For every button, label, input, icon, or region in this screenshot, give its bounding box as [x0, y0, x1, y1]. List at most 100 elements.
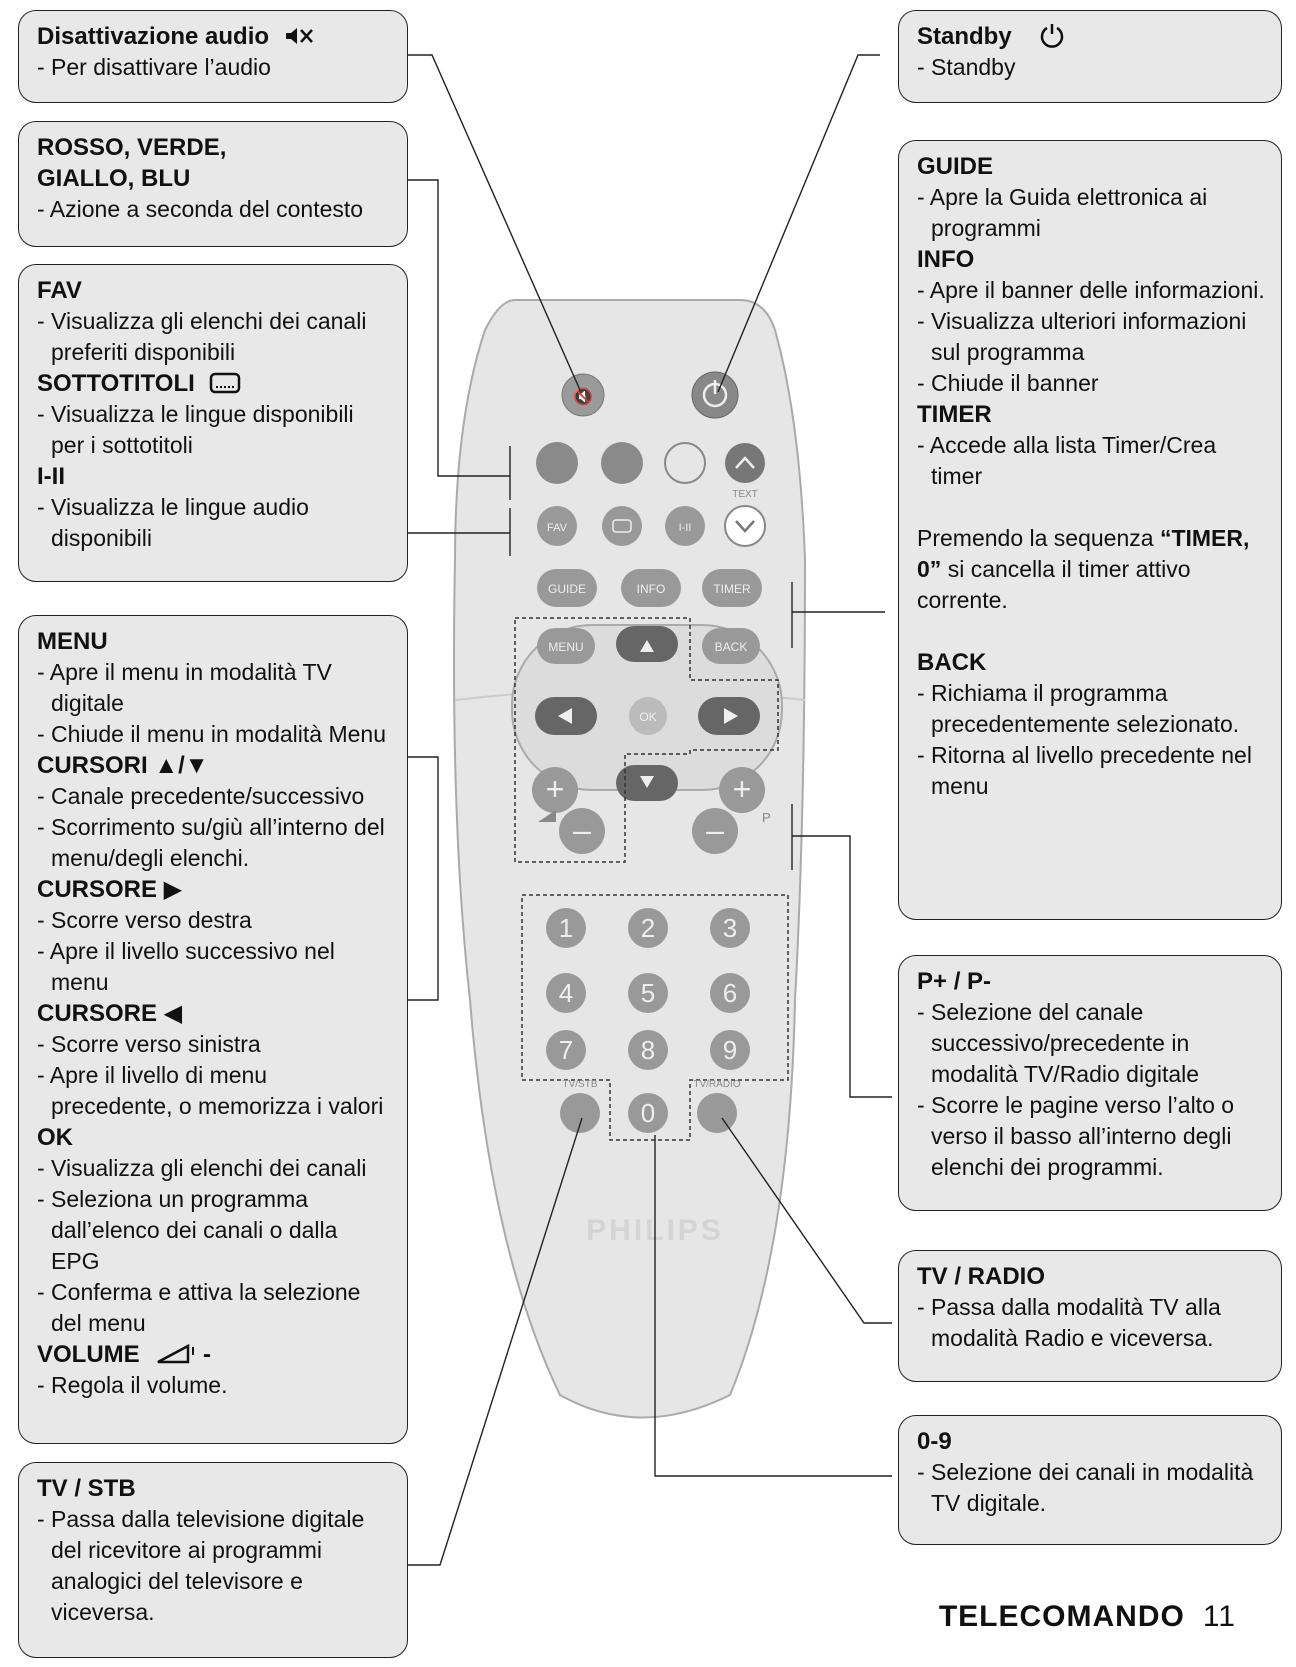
callout-cursor-left-desc-2: - Apre il livello di menu precedente, o … — [37, 1062, 384, 1119]
remote-digit-6-button[interactable] — [710, 973, 750, 1013]
callout-colors-title-1: ROSSO, VERDE, — [37, 134, 227, 161]
callout-menu-desc-2: - Chiude il menu in modalità Menu — [37, 721, 387, 747]
svg-text:GUIDE: GUIDE — [548, 582, 586, 596]
remote-digit-0-label: 0 — [641, 1098, 655, 1128]
remote-digit-0-button[interactable] — [628, 1093, 668, 1133]
callout-info-title: INFO — [917, 246, 975, 273]
callout-standby-title: Standby — [917, 21, 1265, 52]
svg-text:–: – — [573, 812, 591, 848]
power-icon — [1041, 24, 1064, 48]
remote-digit-7-button[interactable] — [546, 1030, 586, 1070]
remote-text-label: TEXT — [732, 489, 758, 500]
subtitle-icon — [210, 372, 241, 394]
remote-digit-1-label: 1 — [559, 913, 573, 943]
callout-timer-title: TIMER — [917, 401, 992, 428]
remote-digit-3-label: 3 — [723, 913, 737, 943]
remote-digit-7-label: 7 — [559, 1035, 573, 1065]
remote-text-up-button — [725, 443, 765, 483]
callout-mute-desc: - Per disattivare l’audio — [37, 54, 271, 80]
callout-guide: GUIDE - Apre la Guida elettronica ai pro… — [898, 140, 1282, 920]
svg-text:BACK: BACK — [715, 640, 748, 654]
callout-colors-desc: - Azione a seconda del contesto — [37, 196, 364, 222]
callout-mute-title: Disattivazione audio — [37, 21, 391, 52]
callout-colors: ROSSO, VERDE, GIALLO, BLU - Azione a sec… — [18, 121, 408, 247]
callout-standby-desc: - Standby — [917, 54, 1016, 80]
callout-mute: Disattivazione audio - Per disattivare l… — [18, 10, 408, 103]
remote-i-ii-button — [665, 506, 705, 546]
remote-back-button — [702, 628, 760, 664]
callout-guide-title: GUIDE — [917, 153, 994, 180]
remote-digit-5-label: 5 — [641, 978, 655, 1008]
remote-standby-button — [691, 371, 739, 419]
callout-ok-title: OK — [37, 1124, 73, 1151]
remote-mute-button — [561, 373, 605, 417]
footer-title: TELECOMANDO — [938, 1600, 1185, 1633]
callout-info-desc-2: - Visualizza ulteriori informazioni sul … — [917, 308, 1247, 365]
remote-green-button — [601, 442, 643, 484]
callout-digits-title: 0-9 — [917, 1428, 952, 1455]
callout-back-desc-2: - Ritorna al livello precedente nel menu — [917, 742, 1252, 799]
svg-text:+: + — [733, 771, 752, 807]
svg-text:OK: OK — [639, 710, 656, 724]
remote-prog-minus-button — [692, 808, 738, 854]
remote-digit-9-button[interactable] — [710, 1030, 750, 1070]
remote-digit-3-button[interactable] — [710, 908, 750, 948]
callout-cursor-right-desc-2: - Apre il livello successivo nel menu — [37, 938, 335, 995]
callout-guide-desc: - Apre la Guida elettronica ai programmi — [917, 184, 1208, 241]
svg-text:TV/RADIO: TV/RADIO — [693, 1079, 740, 1090]
callout-standby: Standby - Standby — [898, 10, 1282, 103]
svg-text:🔇: 🔇 — [573, 387, 593, 406]
svg-text:TIMER: TIMER — [713, 582, 751, 596]
callout-tvradio: TV / RADIO - Passa dalla modalità TV all… — [898, 1250, 1282, 1382]
callout-cursor-right-desc-1: - Scorre verso destra — [37, 907, 252, 933]
callout-info-desc-3: - Chiude il banner — [917, 370, 1099, 396]
callout-tvstb-desc: - Passa dalla televisione digitale del r… — [37, 1506, 365, 1625]
remote-yellow-button — [664, 442, 706, 484]
callout-ok-desc-2: - Seleziona un programma dall’elenco dei… — [37, 1186, 338, 1274]
callout-fav-title: FAV — [37, 277, 82, 304]
remote-volume-minus-button — [559, 808, 605, 854]
remote-digit-1-button[interactable] — [546, 908, 586, 948]
callout-cursors-desc-2: - Scorrimento su/giù all’interno del men… — [37, 814, 385, 871]
callout-pplus-desc-2: - Scorre le pagine verso l’alto o verso … — [917, 1092, 1235, 1180]
volume-icon — [157, 1343, 195, 1364]
callout-timer-desc: - Accede alla lista Timer/Crea timer — [917, 432, 1217, 489]
svg-text:FAV: FAV — [547, 522, 568, 534]
callout-cursor-right-title: CURSORE ▶ — [37, 876, 183, 903]
callout-subtitle-title: SOTTOTITOLI — [37, 368, 391, 399]
callout-i-ii-title: I-II — [37, 463, 65, 490]
svg-text:–: – — [706, 812, 724, 848]
callout-menu-title: MENU — [37, 628, 108, 655]
callout-colors-title-2: GIALLO, BLU — [37, 165, 191, 192]
mute-icon — [285, 28, 313, 44]
remote-digit-8-label: 8 — [641, 1035, 655, 1065]
remote-p-label: P — [762, 810, 771, 825]
remote-digit-5-button[interactable] — [628, 973, 668, 1013]
callout-cursor-left-title: CURSORE ◀ — [37, 1000, 183, 1027]
remote-digit-4-button[interactable] — [546, 973, 586, 1013]
remote-guide-button — [537, 569, 597, 607]
svg-text:+: + — [546, 771, 565, 807]
callout-pplus-desc-1: - Selezione del canale successivo/preced… — [917, 999, 1200, 1087]
callout-cursor-left-desc-1: - Scorre verso sinistra — [37, 1031, 261, 1057]
remote-menu-button — [537, 628, 595, 664]
callout-tvstb: TV / STB - Passa dalla televisione digit… — [18, 1462, 408, 1658]
remote-red-button — [536, 442, 578, 484]
remote-digit-9-label: 9 — [723, 1035, 737, 1065]
remote-fav-button — [537, 506, 577, 546]
svg-text:MENU: MENU — [548, 640, 583, 654]
svg-text:I-II: I-II — [679, 522, 692, 534]
callout-fav-desc: - Visualizza gli elenchi dei canali pref… — [37, 308, 367, 365]
remote-ok-button — [629, 697, 667, 735]
callout-i-ii-desc: - Visualizza le lingue audio disponibili — [37, 494, 309, 551]
remote-brand-logo: PHILIPS — [586, 1214, 724, 1247]
callout-fav: FAV - Visualizza gli elenchi dei canali … — [18, 264, 408, 582]
callout-info-desc-1: - Apre il banner delle informazioni. — [917, 277, 1265, 303]
callout-volume-desc: - Regola il volume. — [37, 1372, 228, 1398]
remote-timer-button — [702, 569, 762, 607]
callout-menu-desc-1: - Apre il menu in modalità TV digitale — [37, 659, 332, 716]
remote-digit-8-button[interactable] — [628, 1030, 668, 1070]
remote-digit-2-button[interactable] — [628, 908, 668, 948]
